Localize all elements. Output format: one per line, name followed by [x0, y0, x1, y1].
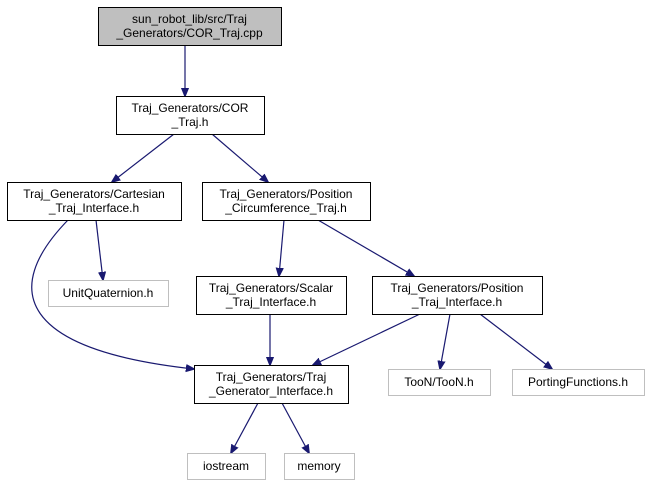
node-box: [196, 276, 347, 315]
node-cor-h[interactable]: Traj_Generators/COR_Traj.h: [116, 96, 265, 135]
node-unitquat: UnitQuaternion.h: [48, 280, 169, 307]
node-label-line: TooN/TooN.h: [404, 375, 473, 389]
node-label-line: _Traj_Interface.h: [48, 201, 139, 215]
node-box: [187, 453, 266, 480]
node-position-circ[interactable]: Traj_Generators/Position_Circumference_T…: [202, 182, 371, 221]
edge-position_iface-to-toon: [440, 313, 451, 369]
node-position-iface[interactable]: Traj_Generators/Position_Traj_Interface.…: [372, 276, 543, 315]
node-box: [284, 453, 355, 480]
edge-position_circ-to-scalar: [279, 219, 285, 276]
node-label-line: Traj_Generators/Cartesian: [23, 187, 165, 201]
edge-cor_h-to-cartesian: [112, 133, 175, 182]
node-box: [98, 7, 282, 46]
node-box: [48, 280, 169, 307]
node-label-line: sun_robot_lib/src/Traj: [132, 12, 247, 26]
node-box: [388, 369, 491, 396]
node-porting: PortingFunctions.h: [512, 369, 645, 396]
edge-position_circ-to-position_iface: [317, 219, 414, 276]
node-label-line: _Generator_Interface.h: [208, 384, 333, 398]
edge-position_iface-to-generator_iface: [313, 313, 421, 365]
node-label-line: iostream: [203, 459, 249, 473]
nodes-layer: sun_robot_lib/src/Traj_Generators/COR_Tr…: [7, 7, 645, 480]
node-cartesian[interactable]: Traj_Generators/Cartesian_Traj_Interface…: [7, 182, 182, 221]
node-iostream: iostream: [187, 453, 266, 480]
node-label-line: _Traj_Interface.h: [411, 295, 502, 309]
node-label-line: _Traj.h: [171, 115, 209, 129]
node-label-line: _Traj_Interface.h: [225, 295, 316, 309]
node-label-line: Traj_Generators/Traj: [216, 370, 326, 384]
node-box: [194, 365, 349, 404]
edges-layer: [31, 45, 552, 453]
node-box: [512, 369, 645, 396]
node-label-line: _Generators/COR_Traj.cpp: [115, 26, 263, 40]
node-label-line: _Circumference_Traj.h: [224, 201, 347, 215]
node-generator-iface[interactable]: Traj_Generators/Traj_Generator_Interface…: [194, 365, 349, 404]
edge-position_iface-to-porting: [479, 313, 552, 369]
edge-generator_iface-to-iostream: [231, 402, 259, 453]
node-label-line: Traj_Generators/Position: [220, 187, 353, 201]
node-label-line: Traj_Generators/COR: [132, 101, 249, 115]
node-label-line: PortingFunctions.h: [528, 375, 628, 389]
node-label-line: UnitQuaternion.h: [63, 286, 154, 300]
node-scalar[interactable]: Traj_Generators/Scalar_Traj_Interface.h: [196, 276, 347, 315]
node-box: [202, 182, 371, 221]
node-label-line: Traj_Generators/Position: [391, 281, 524, 295]
edge-generator_iface-to-memory: [281, 402, 309, 453]
node-cpp[interactable]: sun_robot_lib/src/Traj_Generators/COR_Tr…: [98, 7, 282, 46]
edge-cor_h-to-position_circ: [211, 133, 268, 182]
node-label-line: memory: [297, 459, 340, 473]
node-memory: memory: [284, 453, 355, 480]
node-box: [7, 182, 182, 221]
edge-cartesian-to-unitquat: [95, 219, 103, 280]
node-box: [372, 276, 543, 315]
node-toon: TooN/TooN.h: [388, 369, 491, 396]
node-box: [116, 96, 265, 135]
node-label-line: Traj_Generators/Scalar: [209, 281, 333, 295]
edge-cartesian-to-generator_iface: [31, 219, 194, 369]
